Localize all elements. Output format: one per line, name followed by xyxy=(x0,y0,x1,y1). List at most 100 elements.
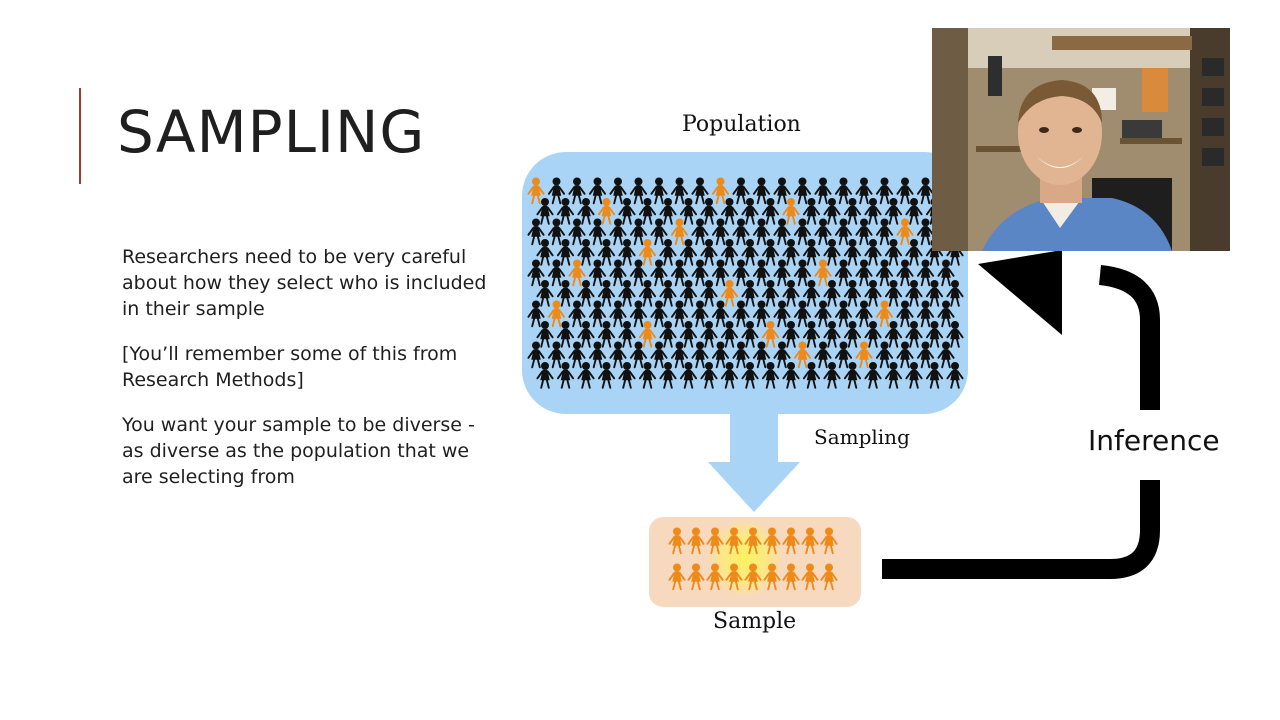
black-person xyxy=(547,177,566,205)
black-person xyxy=(823,197,841,225)
black-person xyxy=(814,300,832,328)
black-person xyxy=(527,259,545,287)
sample-label: Sample xyxy=(713,609,797,634)
black-person xyxy=(855,177,873,205)
black-person xyxy=(864,320,882,348)
black-person xyxy=(638,279,657,307)
black-person xyxy=(618,238,636,266)
black-person xyxy=(782,361,800,389)
inference-arrowhead xyxy=(978,250,1062,335)
black-person xyxy=(834,218,853,246)
black-person xyxy=(823,361,841,389)
orange-person xyxy=(568,259,586,287)
black-person xyxy=(823,279,841,307)
black-person xyxy=(843,279,862,307)
black-person xyxy=(670,177,689,205)
black-person xyxy=(711,218,730,246)
black-person xyxy=(650,341,668,369)
inference-label: Inference xyxy=(1088,424,1220,457)
orange-person xyxy=(638,238,657,266)
orange-person xyxy=(670,218,689,246)
black-person xyxy=(946,279,964,307)
black-person xyxy=(556,238,575,266)
black-person xyxy=(802,279,821,307)
black-person xyxy=(802,197,821,225)
black-person xyxy=(916,300,935,328)
body-paragraph-2: [You’ll remember some of this from Resea… xyxy=(122,343,458,391)
black-person xyxy=(691,259,709,287)
black-person xyxy=(720,361,739,389)
black-person xyxy=(916,341,935,369)
black-person xyxy=(741,197,759,225)
black-person xyxy=(536,320,554,348)
black-person xyxy=(691,177,709,205)
black-person xyxy=(855,218,873,246)
black-person xyxy=(679,320,698,348)
black-person xyxy=(659,361,677,389)
black-person xyxy=(752,259,771,287)
sample-person xyxy=(820,563,838,591)
body-paragraph-3: You want your sample to be diverse - as … xyxy=(122,414,475,488)
black-person xyxy=(568,218,586,246)
black-person xyxy=(609,177,627,205)
black-person xyxy=(793,300,812,328)
black-person xyxy=(629,341,648,369)
black-person xyxy=(547,218,566,246)
black-person xyxy=(741,279,759,307)
black-person xyxy=(905,238,923,266)
black-person xyxy=(577,279,595,307)
black-person xyxy=(925,320,944,348)
black-person xyxy=(650,177,668,205)
black-person xyxy=(916,259,935,287)
black-person xyxy=(793,259,812,287)
black-person xyxy=(884,197,903,225)
black-person xyxy=(650,218,668,246)
black-person xyxy=(916,218,935,246)
black-person xyxy=(773,300,791,328)
black-person xyxy=(875,341,894,369)
sample-person xyxy=(687,527,705,555)
black-person xyxy=(700,320,718,348)
sample-person xyxy=(668,527,686,555)
black-person xyxy=(659,320,677,348)
black-person xyxy=(782,279,800,307)
black-person xyxy=(896,341,914,369)
orange-person xyxy=(793,341,812,369)
black-person xyxy=(732,341,750,369)
black-person xyxy=(659,238,677,266)
black-person xyxy=(834,341,853,369)
black-person xyxy=(547,341,566,369)
sampling-arrow xyxy=(708,414,800,512)
black-person xyxy=(834,300,853,328)
black-person xyxy=(843,197,862,225)
black-person xyxy=(588,259,607,287)
black-person xyxy=(609,259,627,287)
orange-person xyxy=(761,320,780,348)
black-person xyxy=(884,320,903,348)
black-person xyxy=(691,218,709,246)
inference-arrow-upper xyxy=(1098,265,1160,410)
sample-person xyxy=(687,563,705,591)
black-person xyxy=(597,279,616,307)
black-person xyxy=(527,341,545,369)
black-person xyxy=(925,279,944,307)
black-person xyxy=(937,259,955,287)
black-person xyxy=(720,197,739,225)
black-person xyxy=(650,259,668,287)
black-person xyxy=(732,259,750,287)
black-person xyxy=(843,361,862,389)
sample-person xyxy=(744,527,762,555)
black-person xyxy=(679,238,698,266)
black-person xyxy=(937,341,955,369)
sample-person xyxy=(782,527,800,555)
population-crowd xyxy=(527,177,964,389)
black-person xyxy=(802,361,821,389)
black-person xyxy=(679,279,698,307)
black-person xyxy=(814,218,832,246)
black-person xyxy=(814,341,832,369)
black-person xyxy=(629,218,648,246)
black-person xyxy=(556,197,575,225)
black-person xyxy=(527,218,545,246)
black-person xyxy=(905,320,923,348)
